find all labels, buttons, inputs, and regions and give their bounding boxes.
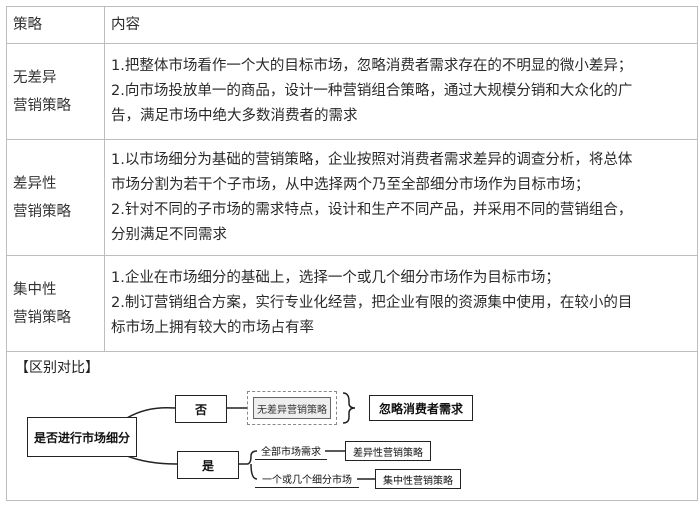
connector-yes-branch-2 (250, 463, 258, 480)
connector-root-yes (126, 455, 178, 465)
no-strategy-node: 无差异营销策略 (253, 397, 331, 419)
strategy-label-cell: 集中性 营销策略 (6, 255, 105, 352)
compare-title: 【区别对比】 (15, 360, 99, 376)
strategy-label-line: 营销策略 (13, 97, 71, 114)
strategy-table: 策略 内容 无差异 营销策略 1.把整体市场看作一个大的目标市场，忽略消费者需求… (6, 6, 698, 352)
content-line: 市场分割为若干个子市场，从中选择两个乃至全部细分市场作为目标市场； (111, 176, 590, 193)
mindmap-no-node: 否 (175, 395, 227, 423)
mindmap-yes-node: 是 (177, 451, 239, 479)
content-line: 告，满足市场中绝大多数消费者的需求 (111, 108, 358, 124)
table-row: 差异性 营销策略 1.以市场细分为基础的营销策略，企业按照对消费者需求差异的调查… (6, 139, 698, 256)
compare-section: 【区别对比】 是否进行市场细分 否 无差异营销策略 忽略消费者需求 是 全部市场… (6, 351, 698, 501)
content-line: 1.以市场细分为基础的营销策略，企业按照对消费者需求差异的调查分析，将总体 (111, 151, 633, 168)
table-row: 集中性 营销策略 1.企业在市场细分的基础上，选择一个或几个细分市场作为目标市场… (6, 255, 698, 352)
strategy-label-cell: 无差异 营销策略 (6, 43, 105, 140)
mindmap-connectors (126, 392, 375, 480)
connector-root-no (126, 406, 176, 419)
content-line: 1.企业在市场细分的基础上，选择一个或几个细分市场作为目标市场； (111, 270, 560, 286)
yes-strategy-2: 集中性营销策略 (375, 469, 461, 489)
table-row: 无差异 营销策略 1.把整体市场看作一个大的目标市场，忽略消费者需求存在的不明显… (6, 43, 698, 140)
strategy-label-line: 营销策略 (13, 309, 71, 326)
table-header-row: 策略 内容 (6, 6, 698, 44)
content-line: 分别满足不同需求 (111, 226, 227, 243)
brace-shape (342, 392, 356, 424)
strategy-content-cell: 1.以市场细分为基础的营销策略，企业按照对消费者需求差异的调查分析，将总体 市场… (104, 139, 698, 256)
header-content: 内容 (104, 6, 698, 44)
header-strategy: 策略 (6, 6, 105, 44)
strategy-label-line: 无差异 (13, 69, 57, 86)
connector-yes-branch-1 (237, 450, 258, 465)
yes-strategy-1: 差异性营销策略 (345, 441, 431, 461)
yes-condition-2: 一个或几个细分市场 (255, 470, 359, 488)
content-line: 1.把整体市场看作一个大的目标市场，忽略消费者需求存在的不明显的微小差异； (111, 58, 633, 74)
strategy-label-line: 差异性 (13, 175, 57, 192)
strategy-content-cell: 1.企业在市场细分的基础上，选择一个或几个细分市场作为目标市场； 2.制订营销组… (104, 255, 698, 352)
strategy-label-line: 营销策略 (13, 203, 71, 220)
content-line: 2.向市场投放单一的商品，设计一种营销组合策略，通过大规模分销和大众化的广 (111, 83, 633, 99)
yes-condition-1: 全部市场需求 (255, 442, 327, 460)
strategy-content-cell: 1.把整体市场看作一个大的目标市场，忽略消费者需求存在的不明显的微小差异； 2.… (104, 43, 698, 140)
mindmap-root-node: 是否进行市场细分 (27, 417, 137, 457)
strategy-label-cell: 差异性 营销策略 (6, 139, 105, 256)
content-line: 2.针对不同的子市场的需求特点，设计和生产不同产品，并采用不同的营销组合， (111, 201, 633, 218)
content-line: 标市场上拥有较大的市场占有率 (111, 320, 314, 336)
strategy-label-line: 集中性 (13, 281, 57, 298)
no-result-node: 忽略消费者需求 (369, 395, 473, 421)
content-line: 2.制订营销组合方案，实行专业化经营，把企业有限的资源集中使用，在较小的目 (111, 295, 633, 311)
